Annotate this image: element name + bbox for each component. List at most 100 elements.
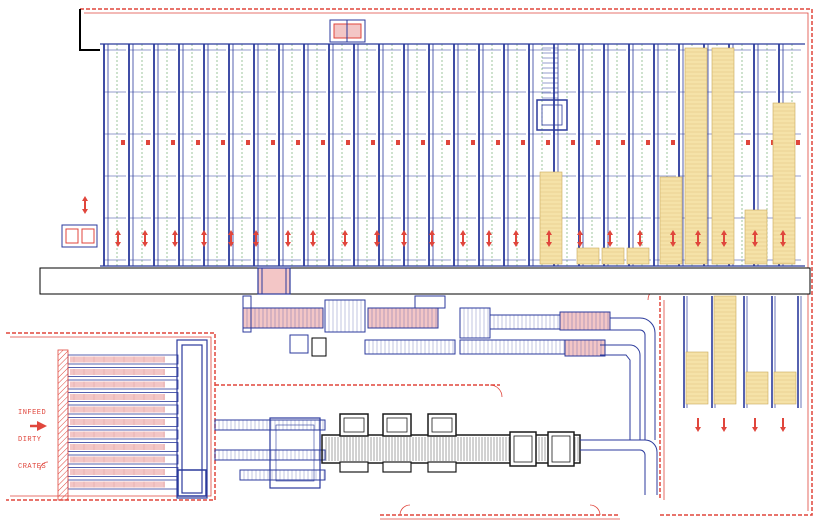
- rack-column: [153, 44, 176, 266]
- conveyor-post: [414, 295, 446, 309]
- conveyor-post: [242, 295, 252, 333]
- arrow-down: [695, 418, 701, 432]
- dryer-module: [547, 431, 575, 467]
- infeed-transfer: [176, 339, 208, 499]
- washer-module: [382, 413, 412, 473]
- arrow-updown: [486, 230, 492, 247]
- rack-column: [428, 44, 451, 266]
- top-transfer-unit: [329, 19, 366, 43]
- arrow-updown: [310, 230, 316, 247]
- clean-crate-stack: [773, 371, 797, 405]
- arrow-updown: [670, 230, 676, 247]
- rack-column: [353, 44, 376, 266]
- storage-racks: [100, 43, 805, 267]
- conveyor-segment: [242, 307, 324, 329]
- clean-crate-stack: [601, 247, 625, 265]
- conveyor-segment: [364, 339, 456, 355]
- infeed-lane: [67, 454, 179, 465]
- rack-column: [453, 44, 476, 266]
- rack-column: [628, 44, 651, 266]
- arrow-updown: [637, 230, 643, 247]
- arrow-updown: [201, 230, 207, 247]
- infeed-label-line3: CRATES: [18, 463, 47, 471]
- infeed-lane: [67, 467, 179, 477]
- infeed-label-line2: DIRTY: [18, 436, 42, 444]
- arrow-updown: [228, 230, 234, 247]
- arrow-updown: [721, 230, 727, 247]
- dryer-module: [509, 431, 537, 467]
- control-panel: [311, 337, 327, 357]
- clean-crate-stack: [539, 171, 563, 265]
- arrow-updown: [607, 230, 613, 247]
- conveyor-segment: [367, 307, 439, 329]
- clean-crate-stack: [711, 47, 735, 265]
- return-conveyor: [580, 317, 658, 495]
- clean-crate-stack: [685, 351, 709, 405]
- rack-column: [303, 44, 326, 266]
- arrow-updown: [401, 230, 407, 247]
- arrow-updown: [460, 230, 466, 247]
- movement-arrows: [82, 196, 786, 432]
- infeed-lanes: [67, 354, 179, 490]
- rack-column: [278, 44, 301, 266]
- infeed-lane: [67, 367, 179, 377]
- infeed-lane: [67, 429, 179, 440]
- clean-crate-stack: [626, 247, 650, 265]
- crane-unit: [536, 47, 568, 131]
- rack-column: [503, 44, 526, 266]
- washer-entry-inner: [275, 424, 315, 482]
- arrow-updown: [780, 230, 786, 247]
- arrow-updown: [285, 230, 291, 247]
- conveyor-segment: [564, 339, 606, 357]
- arrow-updown: [513, 230, 519, 247]
- lower-racks: [683, 295, 802, 408]
- arrow-updown: [577, 230, 583, 247]
- infeed-lane: [67, 417, 179, 427]
- arrow-updown: [752, 230, 758, 247]
- washer-body: [321, 434, 581, 464]
- conveyor-segment: [559, 311, 611, 331]
- clean-crate-stack: [659, 176, 683, 265]
- conveyor-lines: [214, 295, 611, 481]
- infeed-lane: [67, 354, 179, 365]
- rack-column: [478, 44, 501, 266]
- arrow-updown: [374, 230, 380, 247]
- clean-crate-stack: [576, 247, 600, 265]
- rack-column: [228, 44, 251, 266]
- rack-column: [253, 44, 276, 266]
- arrow-updown: [172, 230, 178, 247]
- arrow-down: [780, 418, 786, 432]
- arrow-updown: [429, 230, 435, 247]
- rack-column: [178, 44, 201, 266]
- infeed-lane: [67, 404, 179, 415]
- rack-column: [603, 44, 626, 266]
- rack-column: [328, 44, 351, 266]
- control-panel: [289, 334, 309, 354]
- infeed-label: INFEED DIRTY CRATES: [18, 391, 46, 481]
- conveyor-segment: [239, 469, 326, 481]
- building-walls-inner: [10, 12, 809, 520]
- infeed-lane: [67, 379, 179, 390]
- rack-column: [578, 44, 601, 266]
- lower-rack-column: [797, 296, 802, 408]
- arrow-updown: [546, 230, 552, 247]
- clean-crate-stack: [745, 371, 769, 405]
- arrow-down: [721, 418, 727, 432]
- rack-column: [203, 44, 226, 266]
- conveyor-segment: [459, 307, 491, 339]
- infeed-label-line1: INFEED: [18, 409, 47, 417]
- infeed-lane: [67, 479, 179, 490]
- arrow-updown: [695, 230, 701, 247]
- side-cabinet: [61, 224, 98, 248]
- infeed-wall: [57, 349, 69, 501]
- arrow-updown: [253, 230, 259, 247]
- infeed-lane: [67, 442, 179, 452]
- rack-column: [403, 44, 426, 266]
- arrow-updown: [115, 230, 121, 247]
- clean-crate-stack: [772, 102, 796, 265]
- building-walls: [6, 8, 813, 516]
- rack-column: [103, 44, 126, 266]
- arrow-updown: [142, 230, 148, 247]
- main-aisle: [39, 267, 811, 295]
